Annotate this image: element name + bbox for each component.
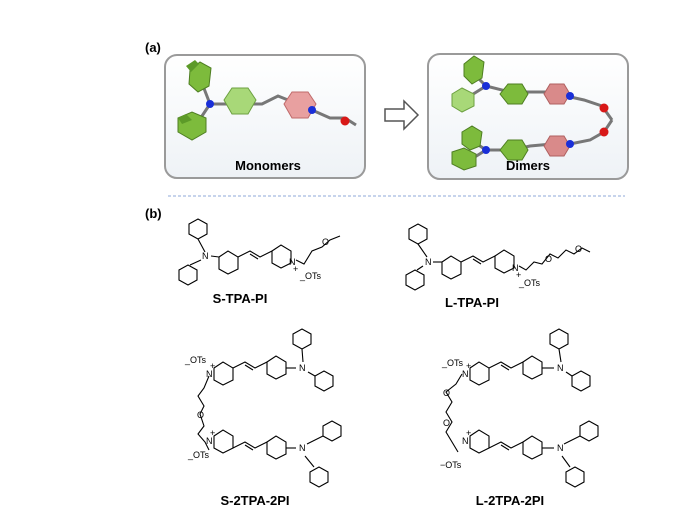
atom-plus: + [516,270,521,280]
atom-plus: + [466,428,471,438]
atom-plus: + [293,264,298,274]
phenyl-ring [405,269,425,291]
atom-n-amine: N [557,443,564,453]
monomers-label: Monomers [235,158,301,173]
structure-l-2tpa-2pi [445,328,599,488]
atom-n-amine: N [299,363,306,373]
dimer-top-phenyl-a [463,55,485,85]
phenyl-ring [322,420,342,442]
phenyl-ring [565,466,585,488]
atom-plus: + [210,428,215,438]
monomer-pyridinium [283,91,317,119]
atom-o: O [443,388,450,398]
monomers-frame [164,54,366,179]
phenyl-ring [188,218,208,240]
counterion: _OTs [441,358,464,368]
benzene-ring [218,250,239,275]
dimer-bottom-benzene [499,139,529,161]
dimer-top-phenyl-b [451,87,475,113]
counterion: _OTs [299,271,322,281]
pyridinium-ring [213,429,234,454]
phenyl-ring [292,328,312,350]
phenyl-ring [314,370,334,392]
atom-o: O [575,244,582,254]
monomer-amine-nitrogen [206,100,214,108]
pyridinium-ring [271,244,292,269]
pyridinium-ring [469,429,490,454]
phenyl-ring [571,370,591,392]
phenyl-ring [549,328,569,350]
benzene-ring [522,355,543,380]
pyridinium-ring [494,249,515,274]
monomer-benzene [223,87,257,115]
atom-n-amine: N [425,257,432,267]
atom-n-pyridinium: N [512,263,519,273]
panel-b-label: (b) [145,206,162,221]
atom-n-amine: N [202,251,209,261]
monomer-phenyl-top [186,60,212,93]
counterion: −OTs [440,460,462,470]
monomer-oxygen [340,116,350,126]
atom-n-amine: N [557,363,564,373]
benzene-ring [266,435,287,460]
monomer-phenyl-bottom [177,111,207,141]
monomer-pyridinium-nitrogen [308,106,316,114]
dimer-bottom-phenyl-a [461,125,483,151]
atom-n-pyridinium: N [289,257,296,267]
compound-names: S-TPA-PI L-TPA-PI S-2TPA-2PI L-2TPA-2PI [213,291,545,508]
dimer-bottom-phenyl-b [451,147,477,171]
counterions: _OTs _OTs _OTs _OTs _OTs −OTs [184,271,541,470]
counterion: _OTs [187,450,210,460]
benzene-ring [266,355,287,380]
dimer-top-pyridinium [543,83,571,105]
atom-n-pyridinium: N [206,436,213,446]
counterion: _OTs [518,278,541,288]
counterion: _OTs [184,355,207,365]
atom-o: O [197,410,204,420]
benzene-ring [522,435,543,460]
dimer-oxygen-top [599,103,609,113]
phenyl-ring [579,420,599,442]
atom-n-pyridinium: N [462,369,469,379]
dimers-panel: Dimers [427,53,629,180]
structure-s-2tpa-2pi [197,328,342,488]
atom-o: O [545,254,552,264]
compound-name-l-2tpa-2pi: L-2TPA-2PI [476,493,544,508]
monomers-panel: Monomers [164,54,366,179]
dimer-top-benzene [499,83,529,105]
dimer-bottom-pyridinium [543,135,571,157]
phenyl-ring [309,466,329,488]
structures [178,218,599,488]
atom-n-pyridinium: N [206,369,213,379]
compound-name-s-2tpa-2pi: S-2TPA-2PI [220,493,289,508]
dimers-frame [427,53,629,180]
compound-name-s-tpa-pi: S-TPA-PI [213,291,268,306]
atom-plus: + [210,361,215,371]
atom-o: O [322,237,329,247]
transition-arrow [384,99,420,131]
phenyl-ring [408,223,428,245]
pyridinium-ring [213,361,234,386]
panel-a-label: (a) [145,40,161,55]
dimers-label: Dimers [506,158,550,173]
structure-l-tpa-pi [405,223,591,291]
phenyl-ring [178,264,198,286]
dimer-top-amine-nitrogen [482,82,490,90]
dimer-oxygen-bottom [599,127,609,137]
dimer-bottom-amine-nitrogen [482,146,490,154]
atom-plus: + [466,361,471,371]
compound-name-l-tpa-pi: L-TPA-PI [445,295,499,310]
pyridinium-ring [469,361,490,386]
atom-labels: N N + O N N + O O N N + O N + N N N + O … [197,237,582,453]
dimer-bottom-pyridinium-nitrogen [566,140,574,148]
atom-o: O [443,418,450,428]
dimer-top-pyridinium-nitrogen [566,92,574,100]
atom-n-pyridinium: N [462,436,469,446]
structure-s-tpa-pi [178,218,341,286]
benzene-ring [441,255,462,280]
atom-n-amine: N [299,443,306,453]
